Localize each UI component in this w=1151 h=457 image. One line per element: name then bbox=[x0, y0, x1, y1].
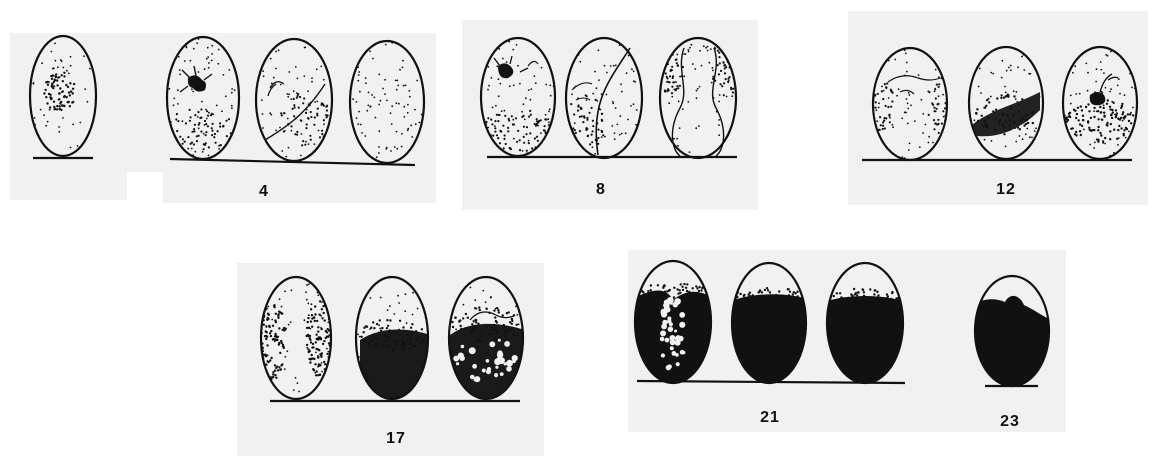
label-p21: 21 bbox=[760, 409, 780, 426]
label-p23: 23 bbox=[1000, 413, 1020, 430]
label-p17: 17 bbox=[386, 430, 406, 447]
panel-backgrounds bbox=[10, 11, 1148, 456]
label-p8: 8 bbox=[596, 181, 606, 198]
label-p12: 12 bbox=[996, 181, 1016, 198]
label-p4: 4 bbox=[259, 183, 269, 200]
panel-bg-p4 bbox=[163, 33, 436, 203]
